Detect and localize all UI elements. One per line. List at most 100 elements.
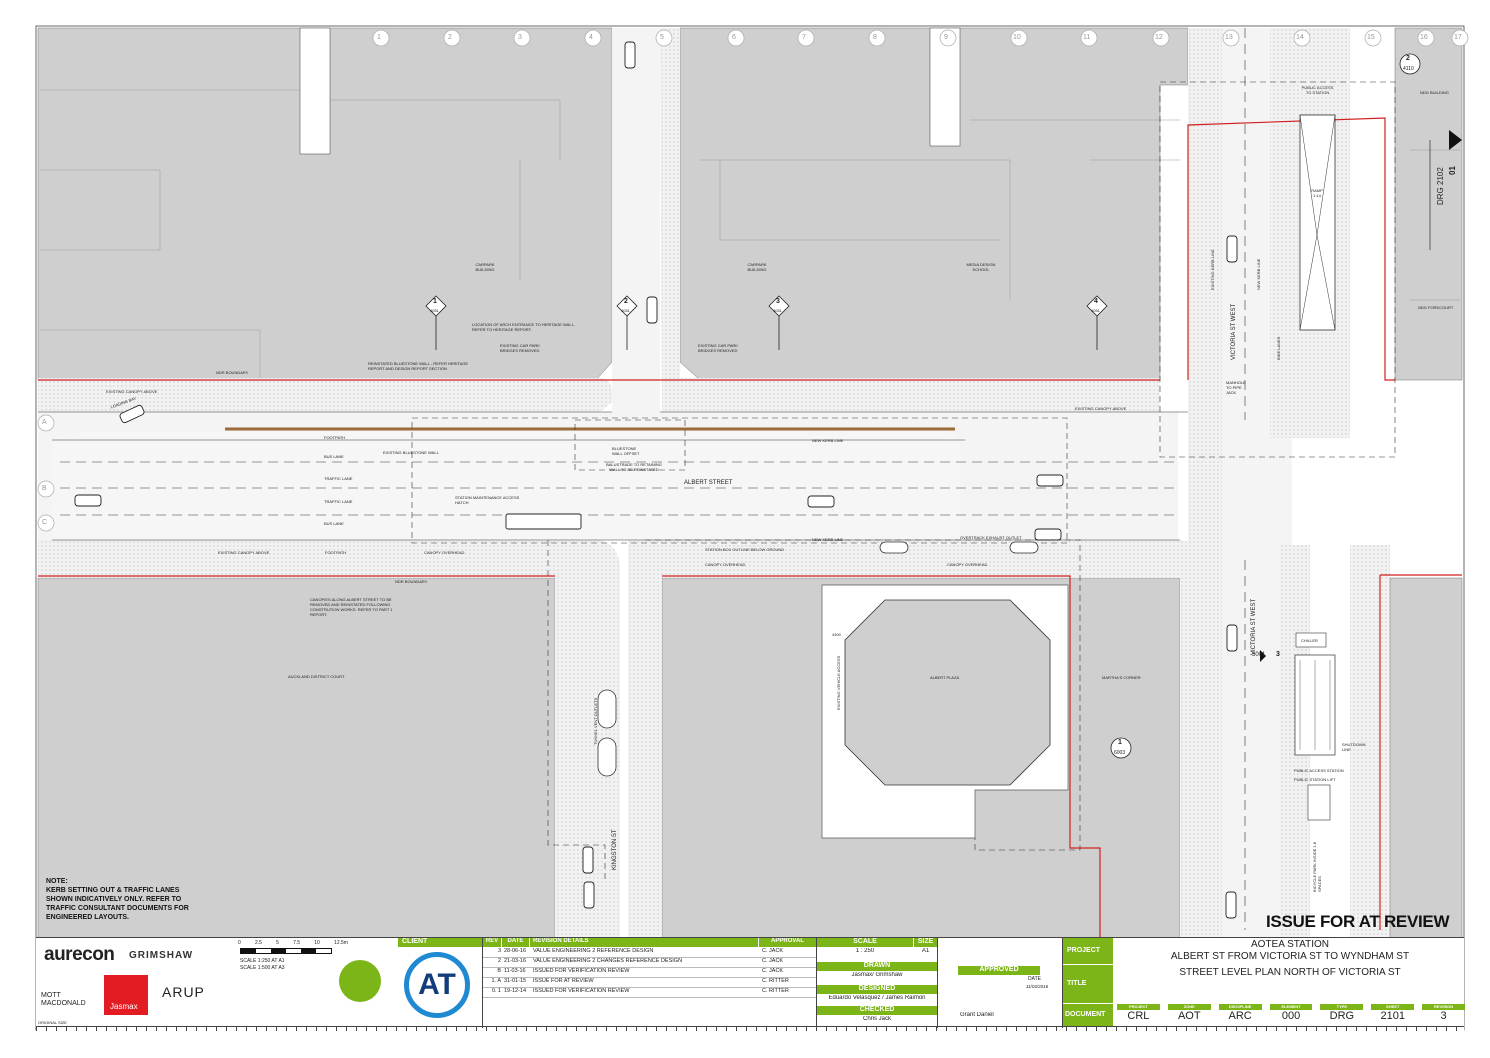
doc-field-value: ARC (1228, 1010, 1252, 1022)
revision-row: 1. A 31-01-15 ISSUE FOR AT REVIEW C. RIT… (483, 978, 816, 988)
doc-field-label: REVISION (1422, 1004, 1466, 1010)
approval-header: APPROVAL (759, 938, 816, 947)
doc-field-value: 2101 (1380, 1010, 1405, 1022)
approved-label: APPROVED (958, 966, 1040, 975)
doc-field-type: TYPE DRG (1320, 1004, 1364, 1026)
original-size: ORIGINAL SIZE (38, 1020, 67, 1025)
doc-field-label: PROJECT (1117, 1004, 1160, 1010)
revision-rev: 3 (497, 948, 501, 954)
document-label: DOCUMENT (1063, 1004, 1113, 1026)
scale-a1: SCALE 1:250 AT A1 (240, 958, 285, 964)
revision-approval: C. RITTER (762, 988, 789, 994)
grid-markers (37, 29, 1469, 532)
doc-field-label: SHEET (1371, 1004, 1415, 1010)
client-label: CLIENT (398, 938, 486, 947)
scale-tick-2: 5 (276, 940, 279, 946)
size-value: A1 (921, 948, 930, 954)
approved-date-label: DATE (1028, 976, 1041, 982)
scale-a3: SCALE 1:500 AT A3 (240, 965, 285, 971)
size-label: SIZE (914, 938, 937, 947)
revision-date: 21-03-16 (504, 958, 527, 964)
note-line-4: ENGINEERED LAYOUTS. (46, 914, 129, 921)
project-panel: PROJECT AOTEA STATION ALBERT ST FROM VIC… (1062, 938, 1466, 1028)
doc-field-zone: ZONE AOT (1167, 1004, 1211, 1026)
north-buildings (37, 27, 1463, 381)
revision-row: B 11-03-16 ISSUED FOR VERIFICATION REVIE… (483, 968, 816, 978)
client-logo-at-text: AT (418, 968, 456, 1001)
status-stamp: ISSUE FOR AT REVIEW (1266, 912, 1450, 931)
revision-approval: C. RITTER (762, 978, 789, 984)
details-header: REVISION DETAILS (530, 938, 758, 947)
revision-details: ISSUE FOR AT REVIEW (533, 978, 594, 984)
title-label: TITLE (1063, 965, 1113, 1003)
rev-header: REV (483, 938, 501, 947)
doc-field-label: TYPE (1320, 1004, 1364, 1010)
revision-row: 3 28-06-16 VALUE ENGINEERING 2 REFERENCE… (483, 948, 816, 958)
doc-field-value: AOT (1177, 1010, 1201, 1022)
scale-label: SCALE (817, 938, 913, 947)
doc-field-value: 000 (1281, 1010, 1301, 1022)
date-header: DATE (502, 938, 529, 947)
revision-details: VALUE ENGINEERING 2 CHANGES REFERENCE DE… (533, 958, 683, 964)
note-line-1: KERB SETTING OUT & TRAFFIC LANES (46, 887, 180, 894)
checked-label: CHECKED (817, 1006, 937, 1015)
revision-approval: C. JACK (762, 958, 784, 964)
title-block: aurecon GRIMSHAW MOTT MACDONALD Jasmax A… (36, 937, 1466, 1031)
revision-rev: B (497, 968, 501, 974)
doc-field-label: ELEMENT (1269, 1004, 1313, 1010)
drawn-value: Jasmax/ Grimshaw (851, 972, 903, 978)
doc-field-value: CRL (1127, 1010, 1150, 1022)
client-logo-green (339, 960, 381, 1002)
project-value-1: AOTEA STATION (1251, 939, 1329, 950)
approved-date: 11/03/2016 (1026, 984, 1049, 989)
logo-mott: MOTT MACDONALD (41, 992, 86, 1007)
note-line-2: SHOWN INDICATIVELY ONLY. REFER TO (46, 896, 182, 903)
doc-field-element: ELEMENT 000 (1269, 1004, 1313, 1026)
title-value: STREET LEVEL PLAN NORTH OF VICTORIA ST (1179, 967, 1401, 978)
ruler (36, 1026, 1464, 1031)
revision-rows: 3 28-06-16 VALUE ENGINEERING 2 REFERENCE… (483, 948, 816, 998)
revision-rev: 2 (497, 958, 501, 964)
note-line-3: TRAFFIC CONSULTANT DOCUMENTS FOR (46, 905, 189, 912)
scale-tick-1: 2.5 (254, 940, 262, 946)
designed-label: DESIGNED (817, 985, 937, 994)
drawn-label: DRAWN (817, 962, 937, 971)
doc-field-value: DRG (1329, 1010, 1355, 1022)
section-markers (425, 53, 1421, 759)
revision-date: 19-12-14 (504, 988, 527, 994)
doc-fields: PROJECT CRL ZONE AOT DISCIPLINE ARC ELEM… (1117, 1004, 1466, 1026)
revision-details: ISSUED FOR VERIFICATION REVIEW (533, 988, 630, 994)
scale-panel: SCALE SIZE 1 : 250 A1 DRAWN Jasmax/ Grim… (816, 938, 937, 1028)
revision-date: 31-01-15 (504, 978, 527, 984)
approved-panel: APPROVED DATE 11/03/2016 Grant Daniel (937, 938, 1062, 1028)
doc-field-label: ZONE (1167, 1004, 1211, 1010)
client-logo-at: AT (404, 952, 470, 1018)
scale-value: 1 : 250 (855, 948, 875, 954)
revision-approval: C. JACK (762, 948, 784, 954)
revision-row: 0. 1 19-12-14 ISSUED FOR VERIFICATION RE… (483, 988, 816, 998)
scale-ticks: 0 2.5 5 7.5 10 12.5m (238, 940, 348, 946)
scale-tick-4: 10 (314, 940, 320, 946)
project-value-2: ALBERT ST FROM VICTORIA ST TO WYNDHAM ST (1170, 951, 1410, 962)
scale-tick-5: 12.5m (334, 940, 348, 946)
revision-date: 28-06-16 (504, 948, 527, 954)
revision-approval: C. JACK (762, 968, 784, 974)
doc-field-sheet: SHEET 2101 (1371, 1004, 1415, 1026)
designed-value: Eduardo Velasquez / James Raimon (828, 995, 926, 1001)
project-label: PROJECT (1063, 938, 1113, 964)
logo-grimshaw: GRIMSHAW (129, 950, 194, 961)
logo-jasmax-text: Jasmax (110, 1002, 138, 1011)
doc-field-discipline: DISCIPLINE ARC (1218, 1004, 1262, 1026)
scale-bar (240, 948, 332, 954)
approver-name: Grant Daniel (960, 1012, 994, 1018)
checked-value: Chris Jack (862, 1016, 891, 1022)
logo-arup: ARUP (162, 984, 205, 1000)
revision-date: 11-03-16 (504, 968, 526, 974)
doc-field-label: DISCIPLINE (1218, 1004, 1262, 1010)
kerb-note: NOTE: KERB SETTING OUT & TRAFFIC LANES S… (46, 877, 189, 922)
doc-field-project: PROJECT CRL (1117, 1004, 1160, 1026)
scale-tick-0: 0 (238, 940, 241, 946)
vehicles (74, 41, 1238, 919)
